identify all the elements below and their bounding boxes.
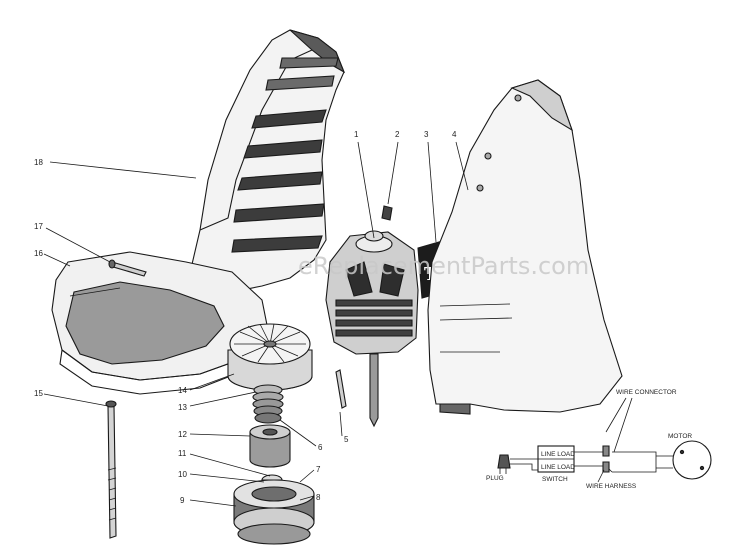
wire-connector-label: WIRE CONNECTOR xyxy=(616,389,677,396)
wiring-schematic: WIRE CONNECTOR MOTOR LINE LOAD LINE LOAD… xyxy=(486,389,712,490)
callout-14: 14 xyxy=(178,386,187,395)
part-4-lower-housing xyxy=(427,79,623,415)
callout-11: 11 xyxy=(178,449,187,458)
part-2-clip xyxy=(381,205,393,221)
motor-symbol xyxy=(672,440,712,480)
callout-15: 15 xyxy=(34,389,43,398)
part-13-spring xyxy=(252,384,284,424)
switch-block: LINE LOAD LINE LOAD xyxy=(537,445,575,473)
watermark: eReplacementParts.com xyxy=(298,252,589,280)
part-16-guard xyxy=(51,251,269,395)
callout-18: 18 xyxy=(34,158,43,167)
plug-symbol xyxy=(497,454,511,474)
callout-1: 1 xyxy=(354,130,359,139)
callout-7: 7 xyxy=(316,465,321,474)
motor-label: MOTOR xyxy=(668,433,692,440)
callout-5: 5 xyxy=(344,435,349,444)
callout-17: 17 xyxy=(34,222,43,231)
line-load-top-label: LINE LOAD xyxy=(541,451,575,458)
callout-3: 3 xyxy=(424,130,429,139)
callout-8: 8 xyxy=(316,493,321,502)
part-5-pin xyxy=(335,369,347,409)
callout-12: 12 xyxy=(178,430,187,439)
leader-lines xyxy=(43,141,469,507)
switch-label: SWITCH xyxy=(542,476,568,483)
part-12-hub xyxy=(249,424,291,468)
callout-numbers: 18 17 16 15 14 13 12 11 10 9 8 7 6 5 1 2… xyxy=(34,130,457,505)
housing-ribs xyxy=(231,57,339,253)
part-14-fan xyxy=(227,323,313,391)
plug-label: PLUG xyxy=(486,475,504,482)
part-18-upper-housing xyxy=(185,29,346,307)
callout-16: 16 xyxy=(34,249,43,258)
callout-6: 6 xyxy=(318,443,323,452)
part-9-spool xyxy=(233,479,315,545)
line-load-bottom-label: LINE LOAD xyxy=(541,464,575,471)
callout-13: 13 xyxy=(178,403,187,412)
callout-10: 10 xyxy=(178,470,187,479)
callout-2: 2 xyxy=(395,130,400,139)
callout-4: 4 xyxy=(452,130,457,139)
part-1-motor xyxy=(325,230,419,428)
wire-harness-label: WIRE HARNESS xyxy=(586,483,637,490)
part-17-screw xyxy=(108,259,147,277)
part-15-bolt xyxy=(105,400,117,539)
callout-9: 9 xyxy=(180,496,185,505)
